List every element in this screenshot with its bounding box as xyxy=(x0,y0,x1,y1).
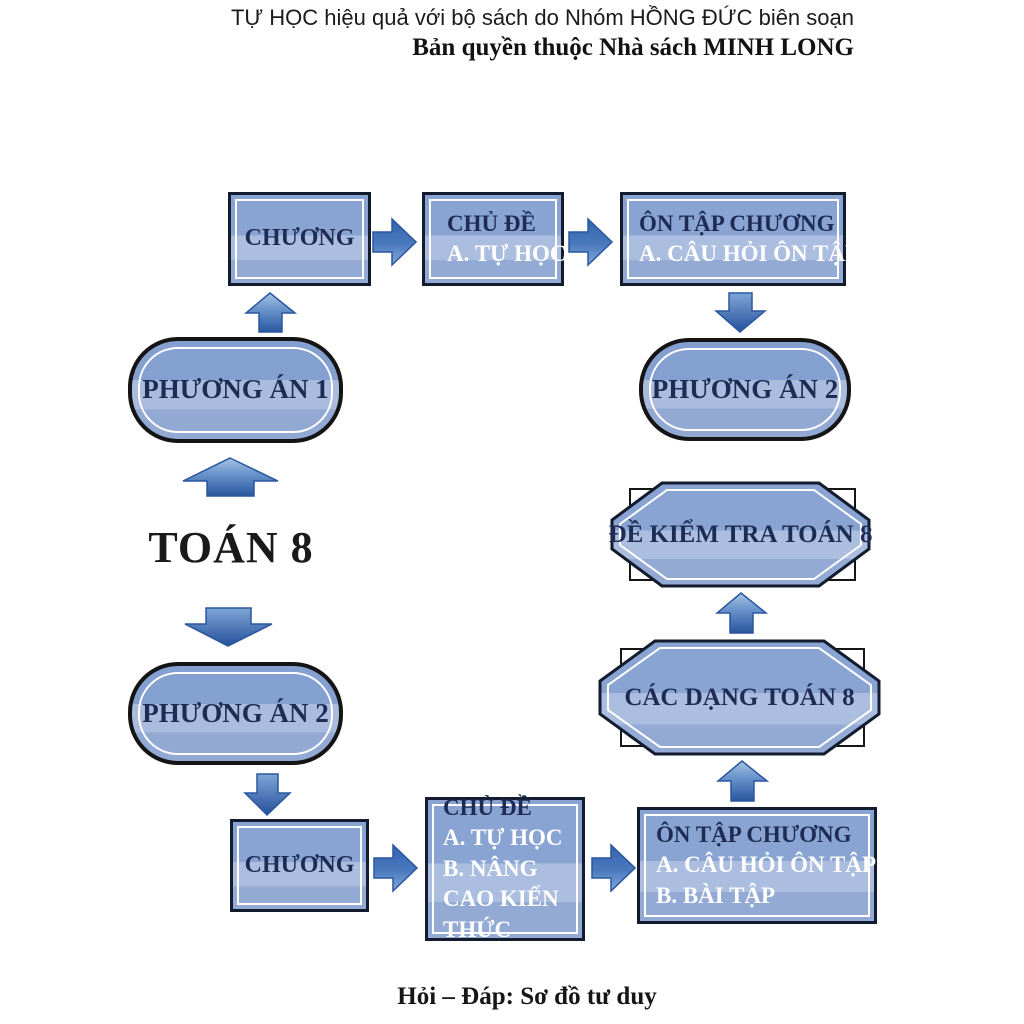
octagon-shape xyxy=(598,639,881,756)
footer-label: Hỏi – Đáp: Sơ đồ tư duy xyxy=(397,983,657,1010)
node-title: PHƯƠNG ÁN 2 xyxy=(651,373,839,404)
node-item: A. CÂU HỎI ÔN TẬP xyxy=(656,852,877,878)
arrow-down-icon xyxy=(714,292,767,333)
node-item: A. TỰ HỌC xyxy=(447,241,567,266)
node-title: ĐỀ KIỂM TRA TOÁN 8 xyxy=(608,520,873,548)
center-label: TOÁN 8 xyxy=(148,523,314,572)
arrow-right-icon xyxy=(373,843,419,893)
header-line2: Bản quyền thuộc Nhà sách MINH LONG xyxy=(412,34,854,61)
node-title: CHƯƠNG xyxy=(244,225,355,252)
node-title: CHƯƠNG xyxy=(244,851,355,878)
node-chuong-bottom: CHƯƠNG xyxy=(230,819,369,912)
node-chu-de-top: CHỦ ĐỀ A. TỰ HỌC xyxy=(422,192,567,286)
arrow-right-icon xyxy=(591,843,637,893)
header: TỰ HỌC hiệu quả với bộ sách do Nhóm HỒNG… xyxy=(231,5,854,62)
arrow-up-icon xyxy=(182,457,279,497)
node-phuong-an-2-right: PHƯƠNG ÁN 2 xyxy=(639,338,851,441)
node-on-tap-top: ÔN TẬP CHƯƠNG A. CÂU HỎI ÔN TẬP xyxy=(620,192,859,286)
node-phuong-an-1: PHƯƠNG ÁN 1 xyxy=(128,337,343,443)
node-phuong-an-2-left: PHƯƠNG ÁN 2 xyxy=(128,662,343,765)
arrow-right-icon xyxy=(568,217,614,267)
node-item: B. NÂNG CAO KIẾN THỨC xyxy=(443,855,559,942)
node-cac-dang-toan: CÁC DẠNG TOÁN 8 xyxy=(598,639,881,756)
arrow-up-icon xyxy=(716,760,769,802)
arrow-right-icon xyxy=(372,217,418,267)
arrow-up-icon xyxy=(715,592,768,634)
node-de-kiem-tra: ĐỀ KIỂM TRA TOÁN 8 xyxy=(608,481,873,588)
node-on-tap-bottom: ÔN TẬP CHƯƠNG A. CÂU HỎI ÔN TẬP B. BÀI T… xyxy=(637,807,877,924)
node-title: ÔN TẬP CHƯƠNG xyxy=(656,821,852,847)
node-chu-de-bottom: CHỦ ĐỀ A. TỰ HỌC B. NÂNG CAO KIẾN THỨC xyxy=(425,795,585,942)
arrow-down-icon xyxy=(184,607,273,647)
arrow-down-icon xyxy=(243,773,292,817)
node-title: CÁC DẠNG TOÁN 8 xyxy=(624,683,855,711)
node-title: PHƯƠNG ÁN 1 xyxy=(142,374,329,405)
node-title: CHỦ ĐỀ xyxy=(447,210,536,236)
node-item: A. TỰ HỌC xyxy=(443,825,563,851)
node-title: CHỦ ĐỀ xyxy=(443,795,532,821)
node-title: PHƯƠNG ÁN 2 xyxy=(142,697,329,728)
arrow-up-icon xyxy=(244,292,297,333)
node-item: A. CÂU HỎI ÔN TẬP xyxy=(639,241,860,266)
node-chuong-top: CHƯƠNG xyxy=(228,192,371,286)
node-title: ÔN TẬP CHƯƠNG xyxy=(639,210,835,236)
node-item: B. BÀI TẬP xyxy=(656,882,776,908)
header-line1: TỰ HỌC hiệu quả với bộ sách do Nhóm HỒNG… xyxy=(230,5,854,30)
octagon-shape xyxy=(610,481,871,588)
